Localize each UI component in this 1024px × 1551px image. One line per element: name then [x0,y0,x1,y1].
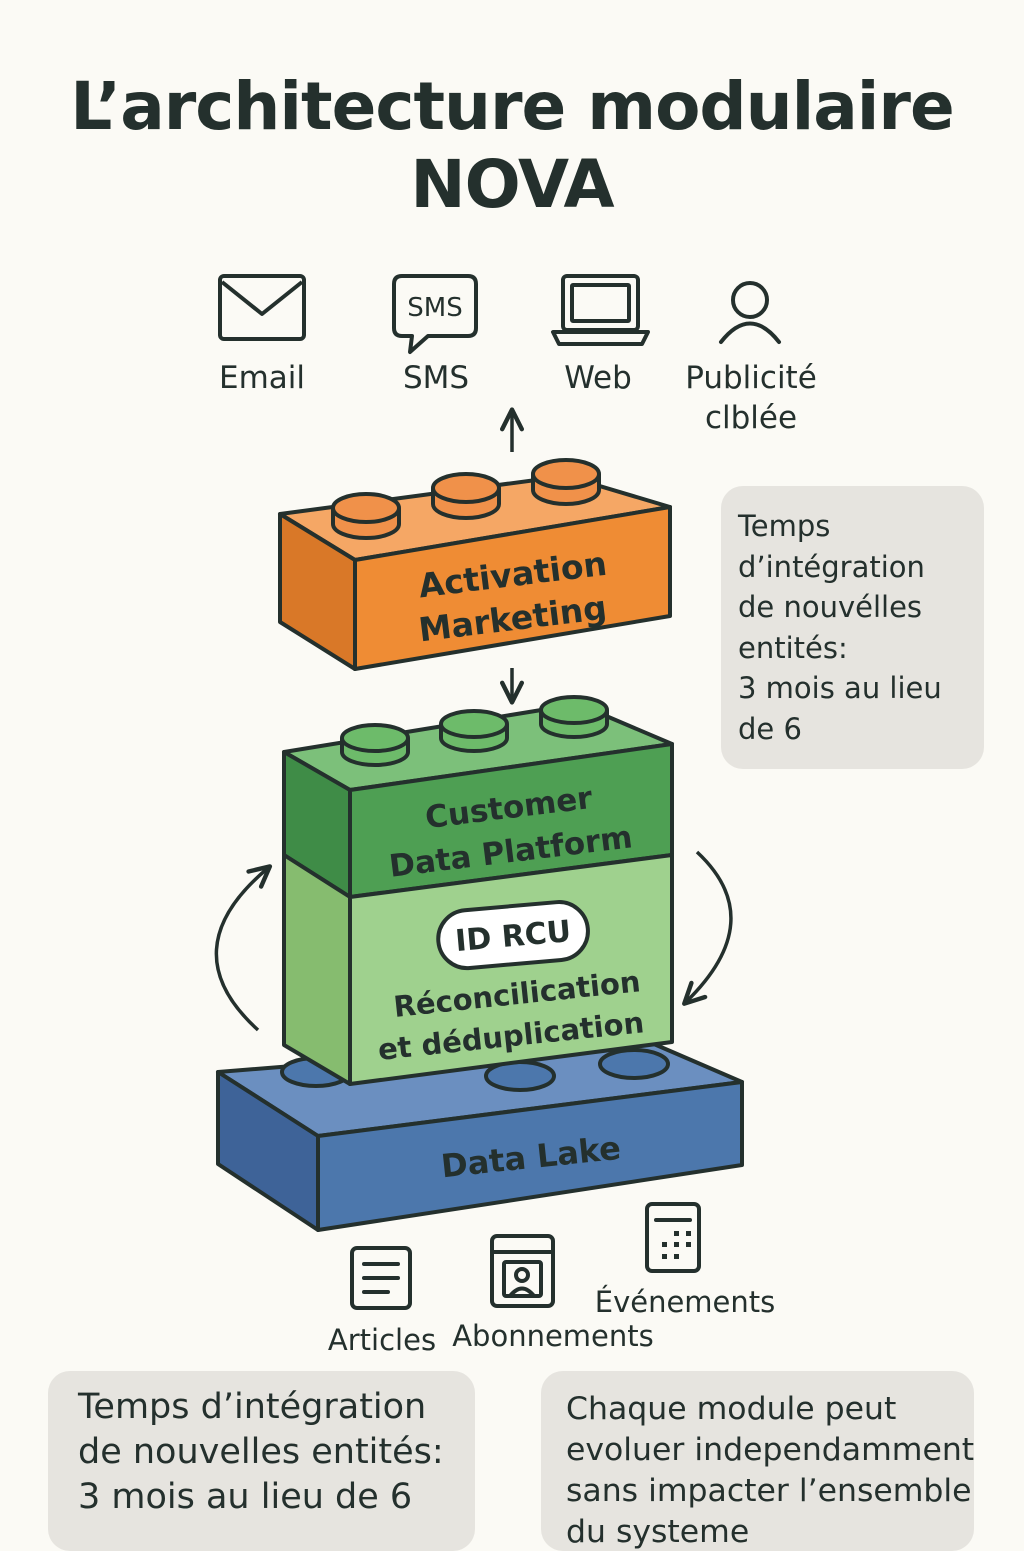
note-right-line-1: Temps [738,509,831,543]
note-right-line-5: 3 mois au lieu [738,671,942,705]
cdp-studs [340,695,609,767]
cycle-arrow-right [682,850,733,1006]
note-right-line-4: entités: [738,630,848,665]
source-label-evenements: Événements [594,1285,776,1319]
channel-label-sms: SMS [402,360,470,396]
integration-time-note-right: Temps d’intégration de nouvélles entités… [721,486,984,769]
id-rcu-badge: ID RCU [436,900,590,971]
source-label-abonnements: Abonnements [452,1319,654,1353]
note-bottom-left-line-3: 3 mois au lieu de 6 [78,1477,413,1517]
channel-label-publicite-line-1: Publicité [685,360,817,396]
channel-label-web: Web [564,360,632,396]
id-card-icon [490,1234,555,1308]
note-bottom-right-line-1: Chaque module peut [566,1391,897,1427]
note-bottom-right-line-3: sans impacter l’ensemble [566,1473,972,1509]
document-icon [350,1246,412,1310]
note-bottom-left-line-1: Temps d’intégration [78,1387,427,1427]
activation-studs [331,458,601,540]
title-line-2: NOVA [410,146,614,223]
note-right-line-6: de 6 [738,711,802,746]
note-right-line-2: d’intégration [738,549,925,584]
note-bottom-right-line-4: du systeme [566,1514,750,1550]
sms-bubble-icon: SMS [392,274,478,354]
integration-time-note-bottom: Temps d’intégration de nouvelles entités… [48,1371,475,1551]
cdp-block [282,695,674,1086]
channel-label-publicite-line-2: clblée [704,400,798,436]
note-bottom-left-line-2: de nouvelles entités: [78,1432,444,1472]
calendar-icon [645,1202,701,1273]
title-line-1: L’architecture modulaire [70,68,954,145]
person-icon [719,281,781,344]
laptop-icon [551,274,650,346]
envelope-icon [218,274,306,341]
note-bottom-right-line-2: evoluer independamment [566,1432,974,1468]
module-independence-note: Chaque module peut evoluer independammen… [541,1371,974,1551]
page-title: L’architecture modulaire NOVA [0,68,1024,224]
channel-label-publicite: Publicité clblée [676,358,826,438]
source-label-articles: Articles [327,1323,437,1357]
channel-label-email: Email [218,360,305,396]
note-right-line-3: de nouvélles [738,590,923,624]
activation-brick [278,458,672,671]
sms-icon-text: SMS [407,293,462,323]
cycle-arrow-left [214,864,273,1032]
